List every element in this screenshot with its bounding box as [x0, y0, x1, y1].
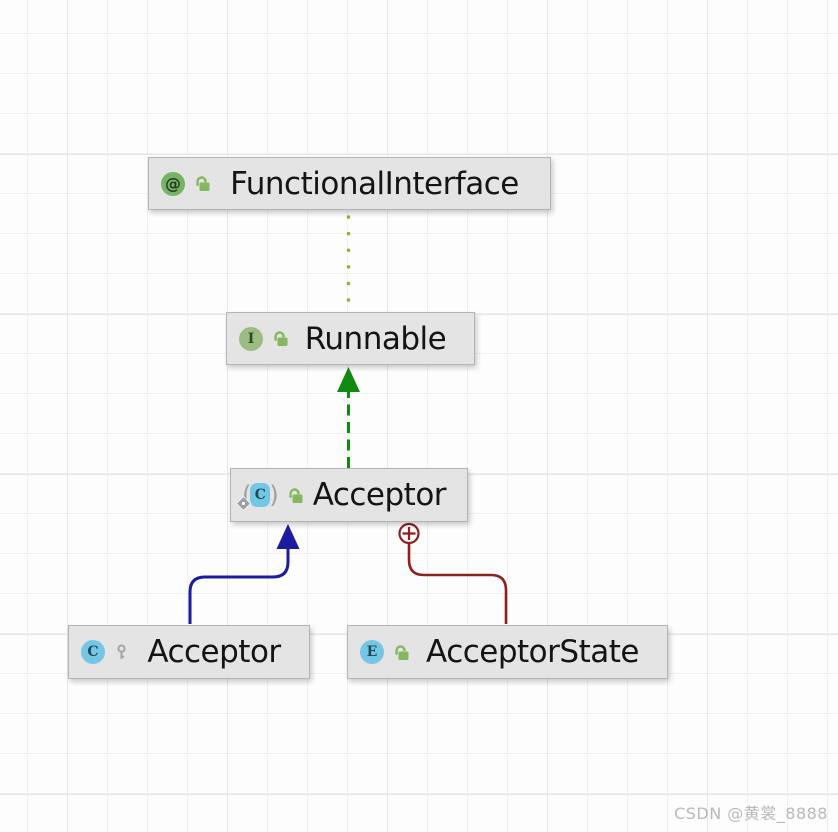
class-node-acceptor[interactable]: C Acceptor	[68, 625, 310, 679]
csdn-watermark: CSDN @黄裳_8888	[674, 804, 828, 823]
class-node-runnable[interactable]: I Runnable	[226, 312, 475, 365]
class-name-label: Acceptor	[147, 634, 281, 670]
extends-arrowhead	[276, 524, 300, 549]
class-icon: C	[250, 483, 271, 507]
interface-icon: I	[239, 326, 263, 351]
edge-implements-arrow[interactable]	[337, 367, 360, 468]
public-lock-icon	[395, 644, 409, 660]
class-node-acceptorstate[interactable]: E AcceptorState	[347, 625, 668, 679]
anonymous-class-icon: ( C )	[237, 481, 279, 510]
class-name-label: Runnable	[304, 320, 447, 357]
class-name-label: FunctionalInterface	[230, 165, 519, 202]
paren-close: )	[269, 481, 279, 509]
public-lock-icon	[274, 331, 288, 346]
package-local-key-icon	[117, 644, 126, 659]
class-node-functionalinterface[interactable]: @ FunctionalInterface	[148, 157, 551, 210]
inner-class-circle-plus-icon	[398, 522, 420, 545]
edge-inner-class[interactable]	[398, 522, 508, 624]
class-name-label: Acceptor	[312, 477, 447, 513]
class-node-acceptor-anonymous[interactable]: ( C ) Acceptor	[230, 468, 468, 522]
enum-icon: E	[360, 640, 384, 664]
annotation-icon: @	[161, 171, 185, 196]
public-lock-icon	[289, 487, 303, 503]
edge-extends-arrow[interactable]	[188, 524, 300, 624]
paren-open: (	[242, 481, 252, 509]
class-name-label: AcceptorState	[426, 634, 639, 670]
public-lock-icon	[196, 176, 210, 191]
class-icon: C	[81, 640, 105, 664]
implements-arrowhead	[337, 367, 360, 392]
